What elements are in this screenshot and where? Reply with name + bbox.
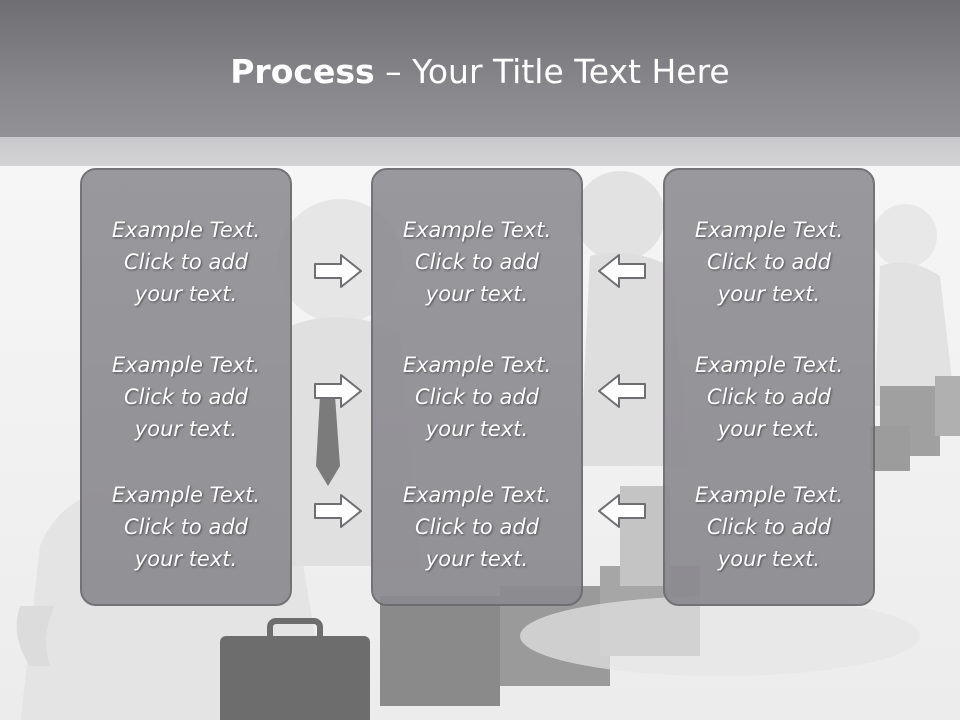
- text-line: your text.: [134, 547, 238, 571]
- arrow-left-icon: [598, 494, 646, 528]
- text-placeholder[interactable]: Example Text. Click to add your text.: [373, 214, 581, 310]
- arrow-right-icon: [314, 374, 362, 408]
- arrow-right-icon: [314, 254, 362, 288]
- title-underline-band: [0, 137, 960, 166]
- text-line: Example Text.: [694, 218, 844, 242]
- text-line: Example Text.: [694, 353, 844, 377]
- text-placeholder[interactable]: Example Text. Click to add your text.: [665, 349, 873, 445]
- text-line: Example Text.: [111, 353, 261, 377]
- arrow-left-icon: [598, 374, 646, 408]
- text-line: your text.: [425, 417, 529, 441]
- text-line: your text.: [717, 417, 821, 441]
- title-bar: [0, 0, 960, 137]
- title-rest-text: – Your Title Text Here: [374, 52, 730, 91]
- arrow-right-icon: [314, 494, 362, 528]
- text-line: Click to add: [123, 515, 248, 539]
- process-panel-right[interactable]: Example Text. Click to add your text. Ex…: [663, 168, 875, 606]
- process-panel-left[interactable]: Example Text. Click to add your text. Ex…: [80, 168, 292, 606]
- text-placeholder[interactable]: Example Text. Click to add your text.: [82, 214, 290, 310]
- text-line: Click to add: [706, 250, 831, 274]
- text-line: Click to add: [414, 385, 539, 409]
- text-placeholder[interactable]: Example Text. Click to add your text.: [665, 479, 873, 575]
- text-line: Example Text.: [402, 483, 552, 507]
- text-line: your text.: [134, 282, 238, 306]
- text-line: your text.: [134, 417, 238, 441]
- text-line: Click to add: [123, 250, 248, 274]
- text-line: your text.: [425, 282, 529, 306]
- text-placeholder[interactable]: Example Text. Click to add your text.: [82, 349, 290, 445]
- slide-title[interactable]: Process – Your Title Text Here: [0, 52, 960, 91]
- text-line: Example Text.: [111, 483, 261, 507]
- text-placeholder[interactable]: Example Text. Click to add your text.: [373, 349, 581, 445]
- text-placeholder[interactable]: Example Text. Click to add your text.: [665, 214, 873, 310]
- text-line: Click to add: [414, 250, 539, 274]
- text-line: Example Text.: [694, 483, 844, 507]
- text-line: Example Text.: [402, 353, 552, 377]
- text-placeholder[interactable]: Example Text. Click to add your text.: [82, 479, 290, 575]
- text-line: Click to add: [123, 385, 248, 409]
- process-panel-center[interactable]: Example Text. Click to add your text. Ex…: [371, 168, 583, 606]
- title-bold-text: Process: [230, 52, 375, 91]
- text-line: Click to add: [706, 515, 831, 539]
- arrow-left-icon: [598, 254, 646, 288]
- text-line: your text.: [717, 282, 821, 306]
- text-line: your text.: [425, 547, 529, 571]
- text-placeholder[interactable]: Example Text. Click to add your text.: [373, 479, 581, 575]
- text-line: Example Text.: [111, 218, 261, 242]
- text-line: Example Text.: [402, 218, 552, 242]
- text-line: Click to add: [706, 385, 831, 409]
- text-line: your text.: [717, 547, 821, 571]
- text-line: Click to add: [414, 515, 539, 539]
